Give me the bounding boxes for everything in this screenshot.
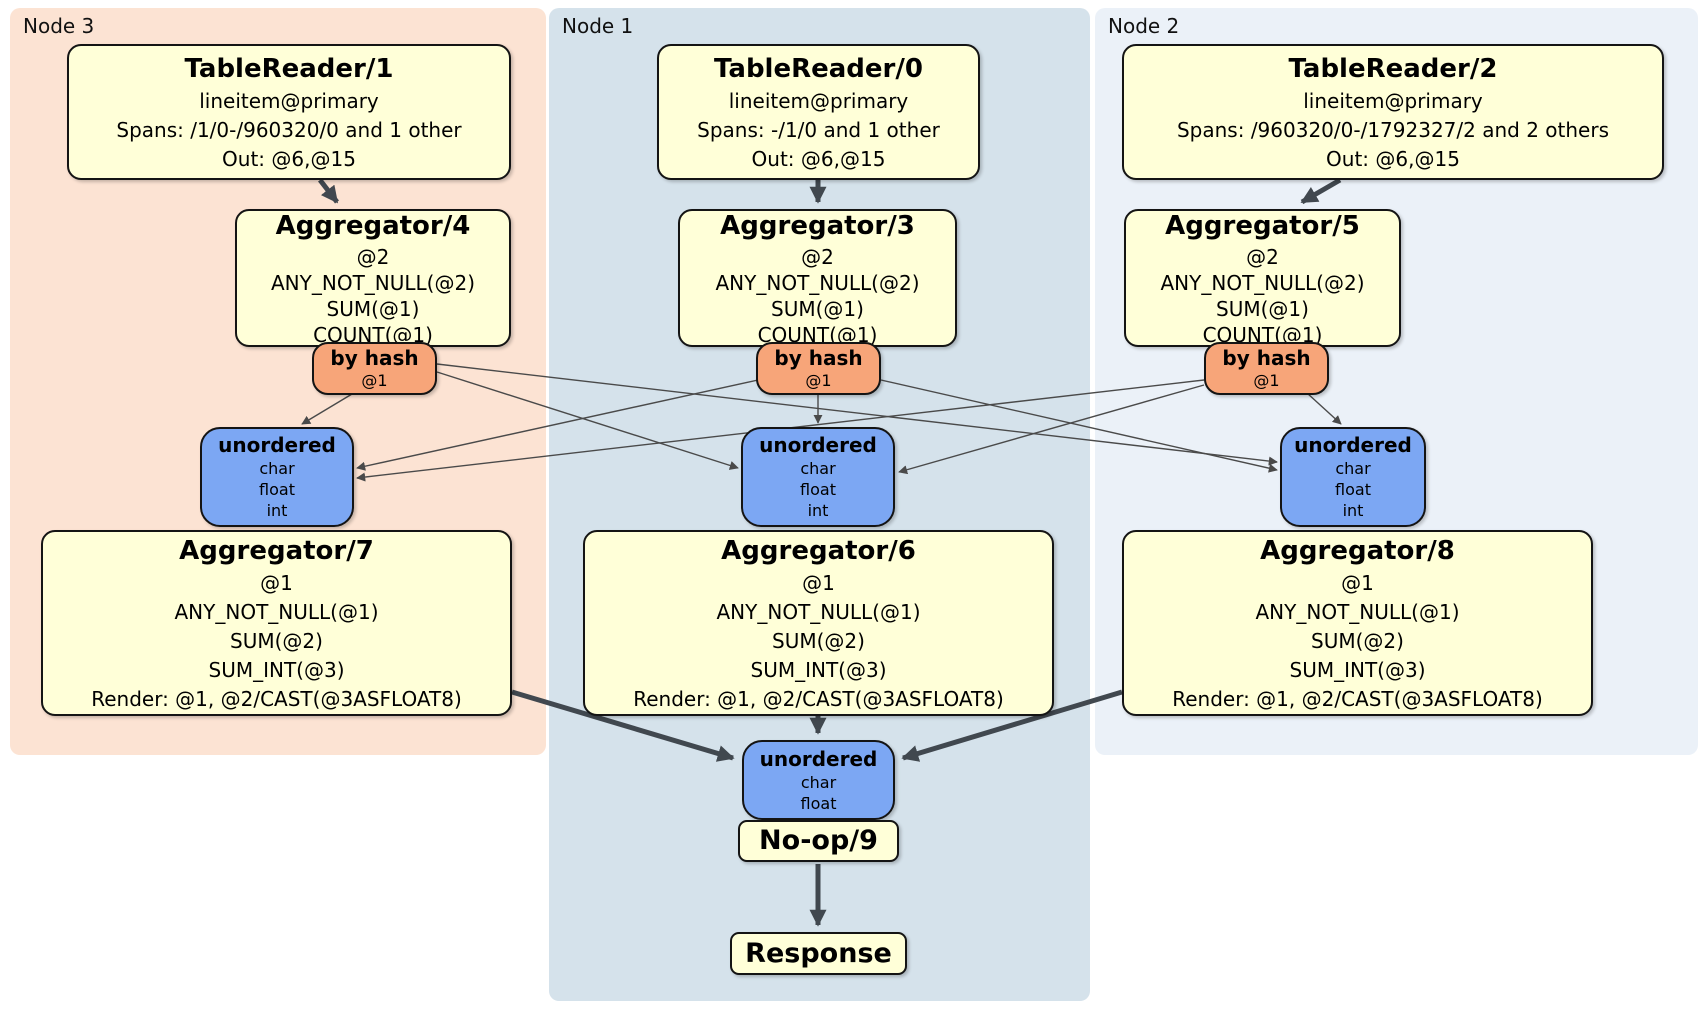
processor-response: Response (730, 932, 907, 975)
processor-detail: SUM(@2) (772, 628, 865, 653)
edge-tablereader1-aggregator4 (318, 178, 339, 204)
edge-byhash2-unordered1 (898, 384, 1205, 475)
router-title: by hash (330, 346, 419, 370)
processor-aggregator-5: Aggregator/5 @2 ANY_NOT_NULL(@2) SUM(@1)… (1124, 209, 1401, 347)
node-group-3-label: Node 3 (23, 14, 95, 38)
sync-detail: int (807, 501, 829, 520)
processor-detail: Render: @1, @2/CAST(@3ASFLOAT8) (1172, 686, 1543, 711)
processor-title: Aggregator/7 (179, 535, 374, 566)
processor-detail: Spans: /1/0-/960320/0 and 1 other (116, 117, 462, 142)
edge-tablereader2-aggregator5 (1300, 177, 1342, 205)
sync-unordered-final: unordered char float (742, 740, 895, 820)
router-by-hash-node1: by hash @1 (756, 342, 881, 395)
processor-aggregator-8: Aggregator/8 @1 ANY_NOT_NULL(@1) SUM(@2)… (1122, 530, 1593, 716)
processor-detail: ANY_NOT_NULL(@2) (271, 271, 475, 295)
sync-unordered-node3: unordered char float int (200, 427, 354, 527)
processor-title: TableReader/1 (184, 53, 394, 84)
sync-unordered-node1: unordered char float int (741, 427, 895, 527)
processor-detail: Render: @1, @2/CAST(@3ASFLOAT8) (91, 686, 462, 711)
router-by-hash-node2: by hash @1 (1204, 342, 1329, 395)
edge-byhash2-unordered2 (1306, 392, 1342, 425)
router-detail: @1 (805, 371, 832, 390)
processor-detail: Out: @6,@15 (222, 146, 356, 171)
edge-byhash3-unordered1 (436, 371, 739, 470)
processor-detail: lineitem@primary (728, 88, 909, 113)
sync-detail: float (1335, 480, 1371, 499)
processor-detail: @1 (1341, 570, 1374, 595)
processor-detail: SUM(@1) (1216, 297, 1309, 321)
processor-title: Aggregator/4 (275, 211, 471, 241)
sync-title: unordered (759, 746, 878, 771)
processor-noop: No-op/9 (738, 820, 899, 862)
processor-detail: Spans: /960320/0-/1792327/2 and 2 others (1176, 117, 1609, 142)
edge-aggregator7-unordered-final (511, 689, 735, 762)
sync-detail: float (800, 480, 836, 499)
sync-title: unordered (218, 433, 336, 457)
edge-byhash3-unordered3 (301, 390, 358, 425)
processor-detail: ANY_NOT_NULL(@1) (716, 599, 921, 624)
processor-detail: @2 (356, 245, 390, 269)
processor-tablereader-0: TableReader/0 lineitem@primary Spans: -/… (657, 44, 980, 180)
processor-detail: SUM(@2) (230, 628, 323, 653)
processor-detail: Render: @1, @2/CAST(@3ASFLOAT8) (633, 686, 1004, 711)
processor-detail: ANY_NOT_NULL(@2) (1160, 271, 1365, 295)
processor-detail: Out: @6,@15 (751, 146, 886, 171)
processor-title: Response (745, 937, 892, 969)
edge-aggregator8-unordered-final (901, 689, 1123, 762)
processor-detail: @2 (801, 245, 834, 269)
processor-detail: ANY_NOT_NULL(@1) (174, 599, 379, 624)
sync-detail: float (259, 480, 295, 499)
router-by-hash-node3: by hash @1 (312, 342, 437, 395)
edge-byhash1-unordered2 (880, 379, 1278, 473)
processor-detail: SUM_INT(@3) (208, 657, 345, 682)
processor-title: No-op/9 (759, 825, 878, 856)
processor-aggregator-6: Aggregator/6 @1 ANY_NOT_NULL(@1) SUM(@2)… (583, 530, 1054, 716)
edge-byhash3-unordered2 (436, 363, 1278, 466)
processor-detail: @1 (802, 570, 835, 595)
processor-detail: Spans: -/1/0 and 1 other (697, 117, 940, 142)
processor-title: Aggregator/8 (1260, 535, 1455, 566)
processor-detail: @1 (260, 570, 293, 595)
processor-title: Aggregator/3 (720, 211, 915, 241)
processor-detail: SUM_INT(@3) (1289, 657, 1426, 682)
sync-title: unordered (759, 433, 877, 457)
processor-detail: lineitem@primary (199, 88, 379, 113)
sync-title: unordered (1294, 433, 1412, 457)
sync-detail: int (266, 501, 288, 520)
sync-detail: char (800, 772, 837, 792)
processor-detail: SUM_INT(@3) (750, 657, 887, 682)
processor-title: Aggregator/5 (1165, 211, 1360, 241)
node-group-1-label: Node 1 (562, 14, 634, 38)
sync-detail: int (1342, 501, 1364, 520)
processor-title: TableReader/2 (1288, 53, 1498, 84)
processor-tablereader-2: TableReader/2 lineitem@primary Spans: /9… (1122, 44, 1664, 180)
processor-detail: SUM(@1) (771, 297, 864, 321)
processor-title: TableReader/0 (714, 53, 923, 84)
router-detail: @1 (361, 371, 388, 390)
processor-aggregator-4: Aggregator/4 @2 ANY_NOT_NULL(@2) SUM(@1)… (235, 209, 511, 347)
sync-unordered-node2: unordered char float int (1280, 427, 1426, 527)
processor-detail: SUM(@2) (1311, 628, 1404, 653)
processor-detail: SUM(@1) (326, 297, 420, 321)
processor-detail: @2 (1246, 245, 1279, 269)
processor-detail: ANY_NOT_NULL(@2) (715, 271, 920, 295)
sync-detail: float (800, 793, 837, 813)
router-title: by hash (1222, 346, 1311, 370)
processor-aggregator-7: Aggregator/7 @1 ANY_NOT_NULL(@1) SUM(@2)… (41, 530, 512, 716)
processor-detail: lineitem@primary (1303, 88, 1483, 113)
router-detail: @1 (1253, 371, 1280, 390)
sync-detail: char (1335, 459, 1371, 478)
processor-detail: Out: @6,@15 (1326, 146, 1460, 171)
node-group-2-label: Node 2 (1108, 14, 1180, 38)
sync-detail: char (259, 459, 295, 478)
edge-byhash1-unordered3 (356, 379, 759, 471)
processor-aggregator-3: Aggregator/3 @2 ANY_NOT_NULL(@2) SUM(@1)… (678, 209, 957, 347)
processor-detail: ANY_NOT_NULL(@1) (1255, 599, 1460, 624)
processor-title: Aggregator/6 (721, 535, 916, 566)
sync-detail: char (800, 459, 836, 478)
processor-tablereader-1: TableReader/1 lineitem@primary Spans: /1… (67, 44, 511, 180)
router-title: by hash (774, 346, 863, 370)
